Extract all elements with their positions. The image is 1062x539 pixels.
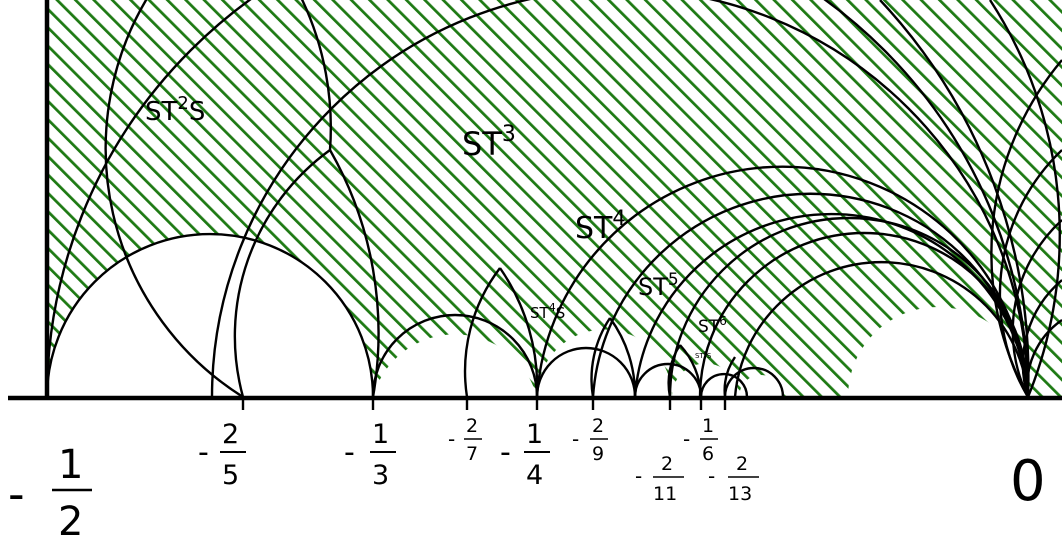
svg-text:1: 1 <box>702 415 714 437</box>
svg-text:-: - <box>635 464 642 488</box>
axis-label-neg-1-6: - 1 6 <box>683 415 718 465</box>
axis-label-zero: 0 <box>1010 449 1046 514</box>
axis-label-neg-2-13: - 2 13 <box>708 453 759 505</box>
arc-neg-fourth-to-neg-fifth <box>535 346 637 397</box>
arc-neg-1-4-up <box>499 267 539 397</box>
svg-text:1: 1 <box>58 442 83 488</box>
svg-text:9: 9 <box>592 443 604 465</box>
svg-text:2: 2 <box>661 453 673 475</box>
label-st4s: ST4S <box>530 301 565 322</box>
svg-text:-: - <box>448 427 455 451</box>
arc-neg-2-11 <box>667 344 682 397</box>
arc-small-1 <box>723 366 785 397</box>
svg-text:-: - <box>344 435 355 470</box>
svg-text:-: - <box>500 435 511 470</box>
arc-zero-cluster <box>733 260 1030 397</box>
svg-text:3: 3 <box>372 460 389 491</box>
svg-text:11: 11 <box>653 483 677 505</box>
fan-arc-7 <box>1026 319 1062 397</box>
arc-neg-1-3-up <box>328 149 380 397</box>
arc-neg-2-7 <box>463 267 501 397</box>
svg-text:4: 4 <box>526 460 543 491</box>
svg-text:5: 5 <box>222 460 239 491</box>
svg-text:7: 7 <box>466 443 478 465</box>
arc-top-left <box>300 0 332 151</box>
fan-arc-2 <box>988 0 1061 397</box>
arc-neg-1-5-up <box>609 317 637 397</box>
axis-label-neg-2-9: - 2 9 <box>572 415 608 465</box>
svg-text:-: - <box>8 467 25 521</box>
axis-label-neg-1-4: - 1 4 <box>500 419 550 491</box>
svg-text:-: - <box>572 427 579 451</box>
label-st5: ST5 <box>638 270 679 301</box>
arc-neg-1-6-up <box>679 344 703 397</box>
svg-text:2: 2 <box>58 499 83 539</box>
geodesic-arcs <box>44 0 1062 397</box>
arc-neg-2-9 <box>590 317 611 397</box>
fan-arc-4 <box>998 149 1062 397</box>
svg-text:13: 13 <box>728 483 752 505</box>
svg-text:2: 2 <box>592 415 604 437</box>
label-st4: ST4 <box>575 206 626 246</box>
axis-labels: - 1 2 - 2 5 - 1 3 - 2 7 - 1 <box>8 415 1046 539</box>
shaded-region <box>47 0 1062 397</box>
arc-neg-fifth-to-neg-sixth <box>633 362 703 397</box>
label-st6: ST6 <box>698 314 727 337</box>
hatched-fundamental-region <box>47 0 1062 397</box>
svg-text:1: 1 <box>526 419 543 450</box>
svg-text:6: 6 <box>702 443 714 465</box>
axis-label-neg-2-5: - 2 5 <box>198 419 246 491</box>
arc-neg-third-to-neg-fourth <box>371 313 539 397</box>
fan-arc-6 <box>1021 279 1062 397</box>
svg-text:-: - <box>683 427 690 451</box>
axis-label-neg-2-11: - 2 11 <box>635 453 684 505</box>
axis-ticks <box>241 398 727 410</box>
svg-text:2: 2 <box>736 453 748 475</box>
arc-neg-2-5-up <box>104 0 244 397</box>
svg-text:-: - <box>708 464 715 488</box>
label-st2s: ST2S <box>145 93 205 127</box>
label-st6s: ST6S <box>695 351 712 360</box>
axis-label-neg-2-7: - 2 7 <box>448 415 482 465</box>
arc-neg-2-13 <box>723 356 737 397</box>
svg-text:2: 2 <box>222 419 239 450</box>
arc-neg-fifth-to-zero <box>535 165 1030 397</box>
axis-label-neg-1-3: - 1 3 <box>344 419 396 491</box>
svg-text:-: - <box>198 435 209 470</box>
region-labels: ST2S ST3 ST4 ST4S ST5 ST6 ST6S <box>145 93 727 360</box>
fan-arc-5 <box>1011 219 1062 397</box>
arc-neg-sixth-to-neg-seventh <box>699 372 749 397</box>
label-st3: ST3 <box>462 122 516 163</box>
axis-label-neg-half: - 1 2 <box>8 442 92 539</box>
arc-neg-third-to-zero <box>210 0 1030 397</box>
arc-neg-2-5-to-neg-1-3 <box>233 149 331 397</box>
svg-text:2: 2 <box>466 415 478 437</box>
svg-text:1: 1 <box>372 419 389 450</box>
arc-neg-ninth-to-zero <box>698 231 1030 397</box>
arc-neg-eighth-to-zero <box>668 216 1030 397</box>
arc-neg-half-to-neg-third <box>45 232 375 397</box>
